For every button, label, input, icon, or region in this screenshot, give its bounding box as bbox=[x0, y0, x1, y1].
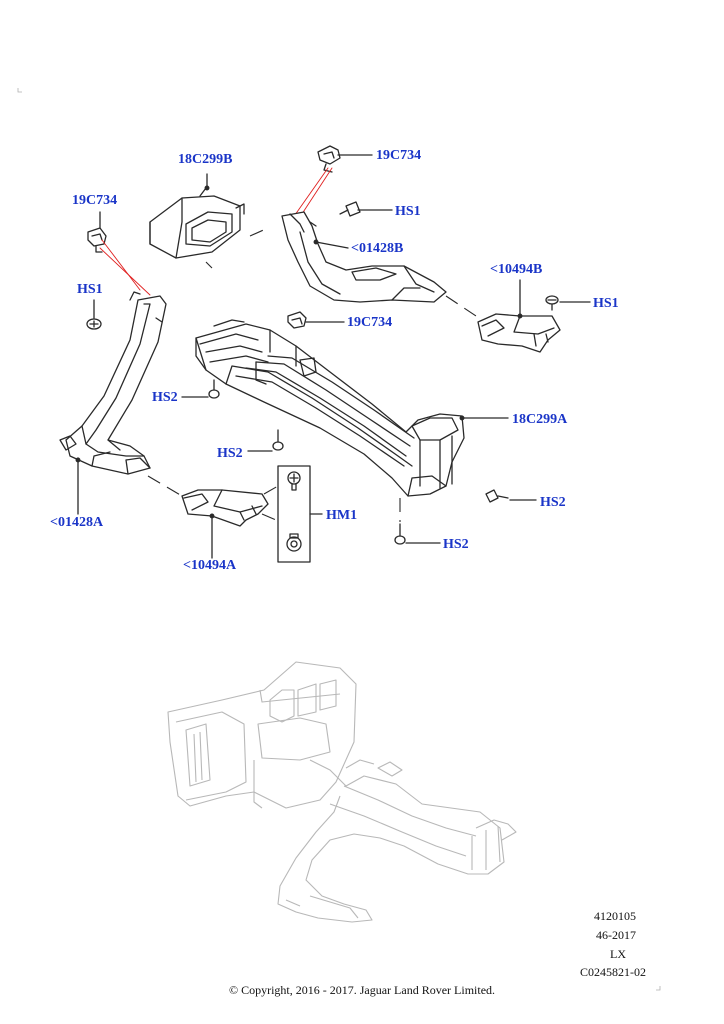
label-01428b: <01428B bbox=[351, 241, 404, 256]
label-10494a: <10494A bbox=[183, 558, 237, 573]
illustration-code: 4120105 bbox=[594, 909, 636, 923]
screw-hs2-d bbox=[394, 523, 406, 545]
duct-outlet-18c299b bbox=[149, 187, 245, 259]
clip-19c734-top bbox=[317, 145, 341, 173]
label-19c734-top: 19C734 bbox=[376, 148, 422, 163]
duct-assembly-18c299a bbox=[195, 319, 465, 497]
label-hm1: HM1 bbox=[326, 508, 358, 523]
screw-hs2-a bbox=[208, 379, 220, 399]
label-hs2-a: HS2 bbox=[152, 390, 178, 405]
model-code: LX bbox=[610, 947, 626, 961]
duct-01428a bbox=[59, 291, 167, 475]
copyright-notice: © Copyright, 2016 - 2017. Jaguar Land Ro… bbox=[228, 983, 496, 997]
vehicle-overview-illustration bbox=[167, 661, 517, 923]
label-hs2-b: HS2 bbox=[217, 446, 243, 461]
fastener-group-hm1 bbox=[277, 465, 311, 563]
label-10494b: <10494B bbox=[490, 262, 543, 277]
label-hs2-d: HS2 bbox=[443, 537, 469, 552]
screw-hs2-b bbox=[272, 429, 284, 451]
label-hs1-top: HS1 bbox=[395, 204, 421, 219]
image-reference: C0245821-02 bbox=[580, 965, 646, 979]
label-19c734-left: 19C734 bbox=[72, 193, 118, 208]
bracket-10494a bbox=[181, 489, 269, 527]
duct-01428b bbox=[281, 211, 447, 303]
screw-hs1-left bbox=[86, 318, 102, 330]
label-18c299a: 18C299A bbox=[512, 412, 568, 427]
label-19c734-mid: 19C734 bbox=[347, 315, 393, 330]
clip-19c734-left bbox=[87, 227, 107, 253]
label-18c299b: 18C299B bbox=[178, 152, 233, 167]
label-hs1-left: HS1 bbox=[77, 282, 103, 297]
bracket-10494b bbox=[477, 313, 561, 353]
label-01428a: <01428A bbox=[50, 515, 104, 530]
label-hs2-c: HS2 bbox=[540, 495, 566, 510]
screw-hs1-top bbox=[339, 201, 361, 217]
screw-hs1-right bbox=[545, 295, 559, 311]
label-hs1-right: HS1 bbox=[593, 296, 619, 311]
screw-hs2-c bbox=[485, 489, 509, 503]
clip-19c734-mid bbox=[287, 311, 307, 329]
illustration-date: 46-2017 bbox=[596, 928, 636, 942]
